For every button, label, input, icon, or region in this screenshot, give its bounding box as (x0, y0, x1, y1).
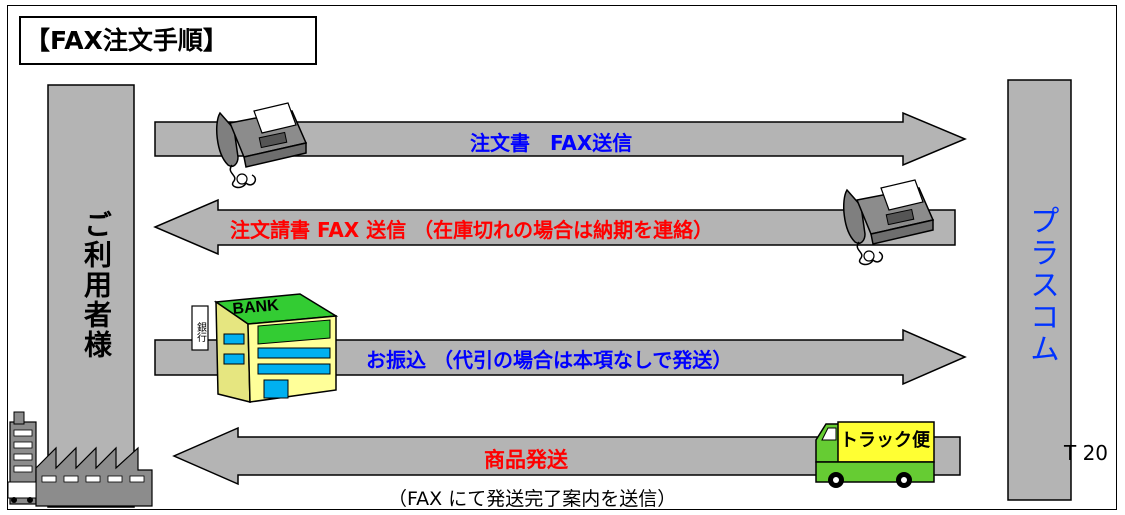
flow-label-payment: お振込 （代引の場合は本項なしで発送） (366, 348, 733, 372)
shipping-note: （FAX にて発送完了案内を送信） (388, 488, 677, 510)
left-party-label: ご利用者様 (80, 210, 113, 360)
fax-machine-icon (842, 179, 935, 266)
flow-label-confirmation-fax: 注文請書 FAX 送信 （在庫切れの場合は納期を連絡） (230, 218, 714, 242)
truck-sign: トラック便 (840, 430, 930, 451)
bank-side-sign: 銀行 (195, 321, 207, 343)
page-title: 【FAX注文手順】 (19, 16, 317, 65)
left-party-column (47, 84, 135, 508)
right-party-label: プラスコム (1024, 205, 1059, 365)
flow-label-order-fax: 注文書 FAX送信 (470, 131, 633, 155)
flow-arrow-confirmation-fax (153, 198, 956, 256)
bank-sign: BANK (232, 297, 280, 318)
right-party-column (1007, 79, 1072, 501)
bank-building-icon (191, 293, 339, 403)
fax-machine-icon (215, 102, 308, 189)
diagram-frame (7, 5, 1117, 510)
factory-icon (7, 411, 153, 507)
flow-label-shipping: 商品発送 (484, 448, 568, 472)
delivery-truck-icon (815, 421, 935, 488)
side-text-fragment: T 20 (1064, 441, 1109, 465)
